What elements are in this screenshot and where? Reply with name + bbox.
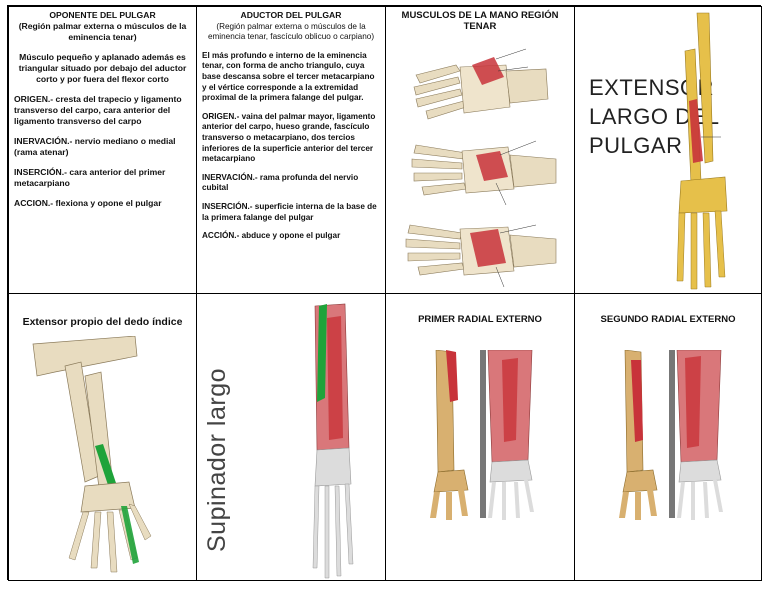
muscle-table: OPONENTE DEL PULGAR (Región palmar exter… (7, 5, 762, 581)
forearm-illustration (676, 12, 728, 290)
innervation-text: INERVACIÓN.- nervio mediano o medial (ra… (14, 136, 176, 157)
cell-aductor-pulgar: ADUCTOR DEL PULGAR (Región palmar extern… (196, 6, 386, 294)
origin-text: ORIGEN.- cresta del trapecio y ligamento… (14, 94, 182, 126)
forearm-index-illustration (32, 336, 152, 573)
cell-title: Supinador largo (203, 367, 231, 552)
cell-supinador-largo: Supinador largo (196, 293, 386, 581)
cell-subtitle: (Región palmar externa o músculos de la … (207, 21, 375, 42)
origin-text: ORIGEN.- vaina del palmar mayor, ligamen… (202, 111, 376, 164)
cell-segundo-radial-externo: SEGUNDO RADIAL EXTERNO (574, 293, 762, 581)
action-text: ACCIÓN.- abduce y opone el pulgar (202, 231, 341, 241)
action-text: ACCION.- flexiona y opone el pulgar (14, 198, 162, 208)
cell-title: OPONENTE DEL PULGAR (49, 10, 156, 20)
cell-subtitle: (Región palmar externa o músculos de la … (18, 21, 187, 42)
cell-extensor-largo-pulgar: EXTENSOR LARGO DEL PULGAR (574, 6, 762, 294)
cell-title: Extensor propio del dedo índice (22, 316, 183, 328)
thenar-hands-illustration (405, 48, 557, 288)
insertion-text: INSERCIÓN.- superficie interna de la bas… (202, 201, 377, 222)
cell-primer-radial-externo: PRIMER RADIAL EXTERNO (385, 293, 575, 581)
cell-title: PRIMER RADIAL EXTERNO (418, 314, 542, 325)
description: Músculo pequeño y aplanado además es tri… (18, 52, 187, 84)
radial-illustration-2 (619, 350, 723, 520)
radial-illustration-1 (430, 350, 534, 520)
forearm-supinator-illustration (312, 303, 354, 579)
cell-title: ADUCTOR DEL PULGAR (240, 10, 342, 20)
description: El más profundo e interno de la eminenci… (202, 50, 375, 103)
cell-extensor-propio-indice: Extensor propio del dedo índice (8, 293, 197, 581)
innervation-text: INERVACIÓN.- rama profunda del nervio cu… (202, 172, 359, 193)
cell-title: SEGUNDO RADIAL EXTERNO (600, 314, 736, 325)
insertion-text: INSERCIÓN.- cara anterior del primer met… (14, 167, 166, 188)
cell-title: MUSCULOS DE LA MANO REGIÓN TENAR (401, 10, 559, 32)
cell-musculos-tenar: MUSCULOS DE LA MANO REGIÓN TENAR (385, 6, 575, 294)
cell-oponente-pulgar: OPONENTE DEL PULGAR (Región palmar exter… (8, 6, 197, 294)
